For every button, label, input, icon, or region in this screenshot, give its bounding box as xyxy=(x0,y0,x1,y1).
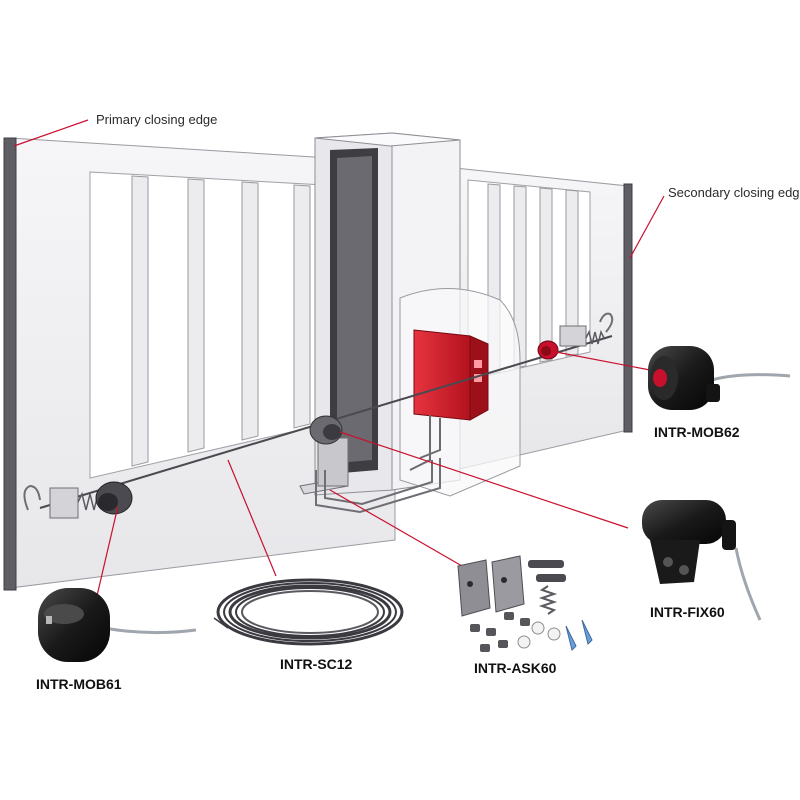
control-box xyxy=(409,329,489,471)
label-intr-sc12: INTR-SC12 xyxy=(280,656,353,672)
product-mob61-sensor xyxy=(38,588,197,662)
gate-bars-right xyxy=(487,183,579,376)
callout-lines xyxy=(13,119,665,601)
callout-mob61 xyxy=(95,505,119,601)
label-intr-ask60: INTR-ASK60 xyxy=(474,660,557,676)
callout-ask60 xyxy=(329,489,463,567)
label-primary-closing-edge: Primary closing edge xyxy=(96,112,218,127)
product-fix60-sensor xyxy=(642,500,762,621)
label-intr-mob62: INTR-MOB62 xyxy=(654,424,740,440)
primary-edge-profile xyxy=(3,137,17,591)
callout-fix60 xyxy=(339,431,629,529)
callout-sc12 xyxy=(227,459,277,577)
secondary-edge-profile xyxy=(623,183,633,433)
label-secondary-closing-edge: Secondary closing edge xyxy=(668,185,800,200)
product-mob62-sensor xyxy=(648,346,791,410)
product-ask60-kit xyxy=(457,555,593,652)
spring-left xyxy=(23,484,103,519)
callout-primary-edge xyxy=(13,119,89,147)
callout-secondary-edge xyxy=(629,195,665,259)
product-sc12-cable-coil xyxy=(213,578,404,646)
mounted-sensor-left xyxy=(95,481,133,515)
callout-mob62 xyxy=(555,351,651,371)
mounted-sensor-right xyxy=(537,340,559,360)
label-intr-mob61: INTR-MOB61 xyxy=(36,676,122,692)
label-intr-fix60: INTR-FIX60 xyxy=(650,604,725,620)
spring-right xyxy=(559,312,614,347)
ground-bracket xyxy=(299,437,441,514)
mounted-sensor-center xyxy=(309,415,343,445)
